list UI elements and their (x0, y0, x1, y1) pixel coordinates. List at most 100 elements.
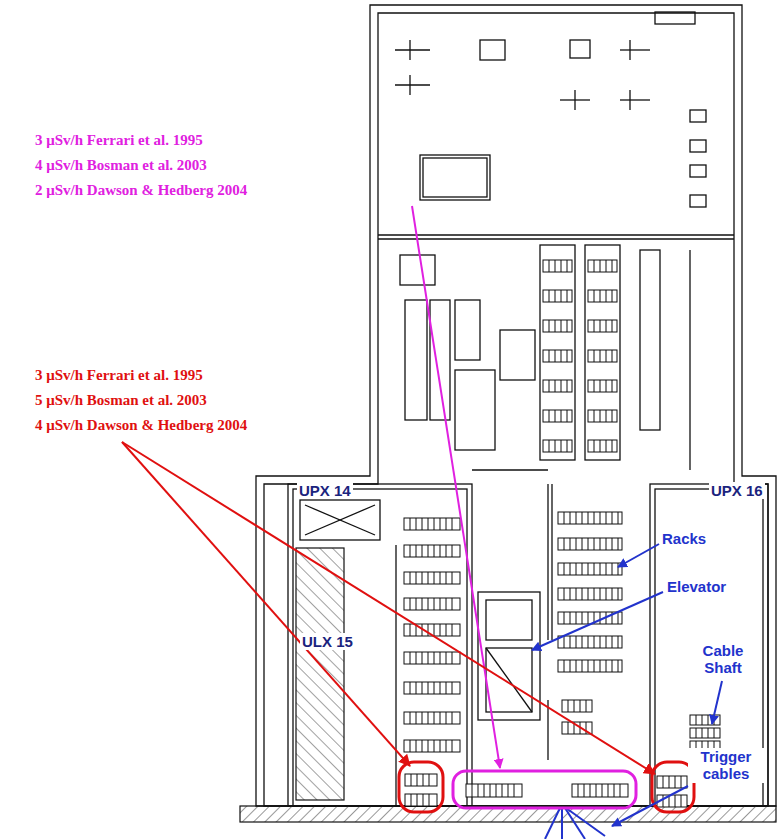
rack-slot (669, 776, 670, 788)
rack-slot (564, 538, 565, 550)
rack-slot (600, 440, 601, 452)
rack-slot (561, 380, 562, 392)
rack-slot (564, 512, 565, 524)
rack-slot (618, 612, 619, 624)
rack-slot (570, 660, 571, 672)
rack-slot (555, 440, 556, 452)
rack-slot (600, 588, 601, 600)
rack-slot (588, 660, 589, 672)
rack-slot (568, 722, 569, 734)
rack-slot (410, 624, 411, 636)
rack-slot (612, 320, 613, 332)
rack-slot (582, 588, 583, 600)
rack (404, 545, 460, 557)
rack-slot (446, 518, 447, 530)
rack-slot (564, 563, 565, 575)
dose-label: 3 μSv/h Ferrari et al. 1995 (35, 367, 203, 384)
rack-slot (600, 512, 601, 524)
rack-slot (568, 700, 569, 712)
rack-slot (561, 350, 562, 362)
rack-slot (600, 538, 601, 550)
rack (404, 682, 460, 694)
rack-slot (681, 795, 682, 807)
rack-slot (434, 624, 435, 636)
rack-slot (564, 660, 565, 672)
rack-slot (681, 776, 682, 788)
rack-slot (561, 260, 562, 272)
rack (588, 290, 617, 302)
rack-slot (584, 784, 585, 797)
rack-slot (612, 260, 613, 272)
rack-slot (606, 350, 607, 362)
rack-slot (567, 260, 568, 272)
rack-slot (561, 290, 562, 302)
rack-slot (576, 660, 577, 672)
rack-slot (410, 572, 411, 584)
rack (405, 794, 437, 806)
rack-slot (416, 598, 417, 610)
rack-slot (440, 545, 441, 557)
rack-slot (434, 572, 435, 584)
rack-slot (620, 784, 621, 797)
rack-slot (594, 588, 595, 600)
rack (404, 712, 460, 724)
rack-slot (675, 776, 676, 788)
rack-slot (434, 682, 435, 694)
rack-slot (590, 784, 591, 797)
rack-slot (410, 740, 411, 752)
rack-slot (612, 660, 613, 672)
rack-slot (478, 784, 479, 797)
rack (543, 440, 572, 452)
rack-slot (606, 260, 607, 272)
rack-slot (422, 712, 423, 724)
rack (466, 784, 522, 797)
part-label: Cable Shaft (692, 642, 754, 677)
leader-arrow (612, 786, 688, 826)
rack-slot (612, 290, 613, 302)
rack-slot (663, 776, 664, 788)
rack-slot (440, 624, 441, 636)
rack-slot (596, 784, 597, 797)
rack-slot (567, 380, 568, 392)
rack-slot (549, 410, 550, 422)
rack-slot (594, 636, 595, 648)
rack-slot (608, 784, 609, 797)
rack-slot (484, 784, 485, 797)
rack-slot (600, 636, 601, 648)
rack-slot (446, 712, 447, 724)
dose-label: 3 μSv/h Ferrari et al. 1995 (35, 132, 203, 149)
leader-arrow (412, 206, 500, 768)
rack-slot (570, 636, 571, 648)
rack-slot (452, 740, 453, 752)
rack-slot (606, 563, 607, 575)
leader-arrow (122, 442, 655, 774)
rack-slot (514, 784, 515, 797)
rack-slot (696, 715, 697, 725)
rack-slot (434, 518, 435, 530)
rack-slot (582, 538, 583, 550)
rack-slot (618, 588, 619, 600)
rack-slot (410, 545, 411, 557)
rack-slot (594, 320, 595, 332)
rack-slot (612, 350, 613, 362)
rack-slot (549, 380, 550, 392)
rack-slot (452, 682, 453, 694)
rack-slot (422, 545, 423, 557)
rack-slot (600, 380, 601, 392)
rack-slot (549, 320, 550, 332)
rack-slot (594, 260, 595, 272)
rack-slot (411, 774, 412, 786)
rack-slot (594, 290, 595, 302)
rack-slot (582, 612, 583, 624)
rack-slot (600, 290, 601, 302)
rack-slot (606, 380, 607, 392)
rack-slot (570, 563, 571, 575)
rack-slot (606, 290, 607, 302)
rack-slot (416, 682, 417, 694)
rack-slot (561, 410, 562, 422)
leader-arrow (618, 544, 659, 567)
rack-slot (410, 598, 411, 610)
rack-slot (570, 612, 571, 624)
rack-slot (600, 410, 601, 422)
rack-slot (411, 794, 412, 806)
